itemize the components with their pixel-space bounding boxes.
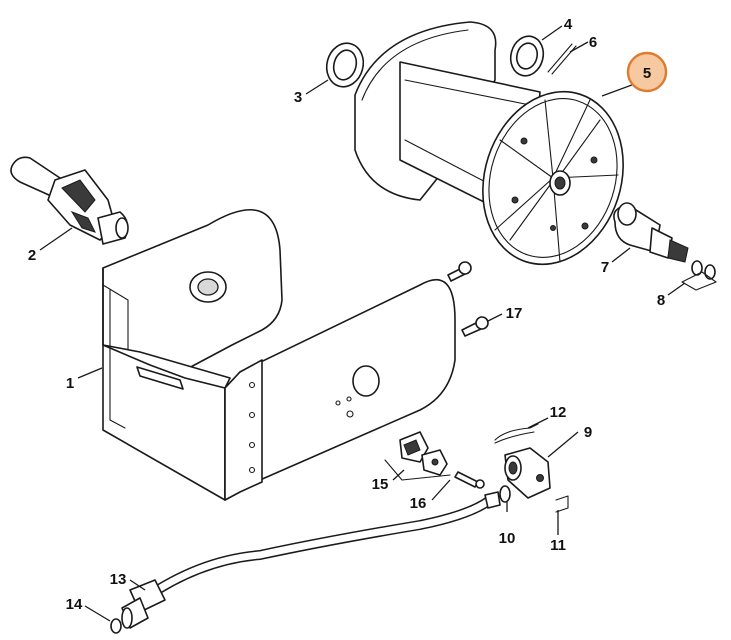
screw-17	[461, 316, 489, 337]
screw-top	[447, 261, 472, 282]
callout-6: 6	[589, 34, 597, 51]
callout-9: 9	[584, 424, 592, 441]
housing-bracket	[102, 208, 456, 501]
clip-11	[555, 495, 569, 513]
fitting-9	[504, 447, 551, 499]
callout-10: 10	[499, 530, 516, 547]
hose-reel-drum	[354, 21, 624, 266]
callout-7: 7	[601, 259, 609, 276]
clips-15	[384, 431, 451, 481]
callout-5: 5	[643, 65, 651, 82]
leader-lines	[39, 25, 686, 622]
callout-8: 8	[657, 292, 665, 309]
o-ring-14	[110, 618, 122, 634]
pin-6	[547, 43, 577, 75]
callout-15: 15	[372, 476, 389, 493]
callout-1: 1	[66, 375, 74, 392]
callout-11: 11	[550, 537, 566, 554]
highlight-circle-5	[626, 51, 668, 93]
o-rings-8	[681, 260, 717, 291]
hose-13	[121, 491, 501, 629]
callout-17: 17	[506, 305, 523, 322]
callout-12: 12	[550, 404, 567, 421]
callout-13: 13	[110, 571, 127, 588]
washer-3	[325, 42, 365, 88]
washer-4	[509, 35, 545, 77]
handle-guide	[10, 156, 129, 245]
screw-16	[454, 471, 485, 489]
swivel-shaft	[613, 202, 689, 263]
o-ring-10	[499, 485, 511, 503]
callout-4: 4	[564, 16, 573, 33]
callout-16: 16	[410, 495, 427, 512]
callout-14: 14	[66, 596, 83, 613]
callout-2: 2	[28, 247, 36, 264]
callout-3: 3	[294, 89, 302, 106]
clip-pin-12	[494, 423, 539, 444]
